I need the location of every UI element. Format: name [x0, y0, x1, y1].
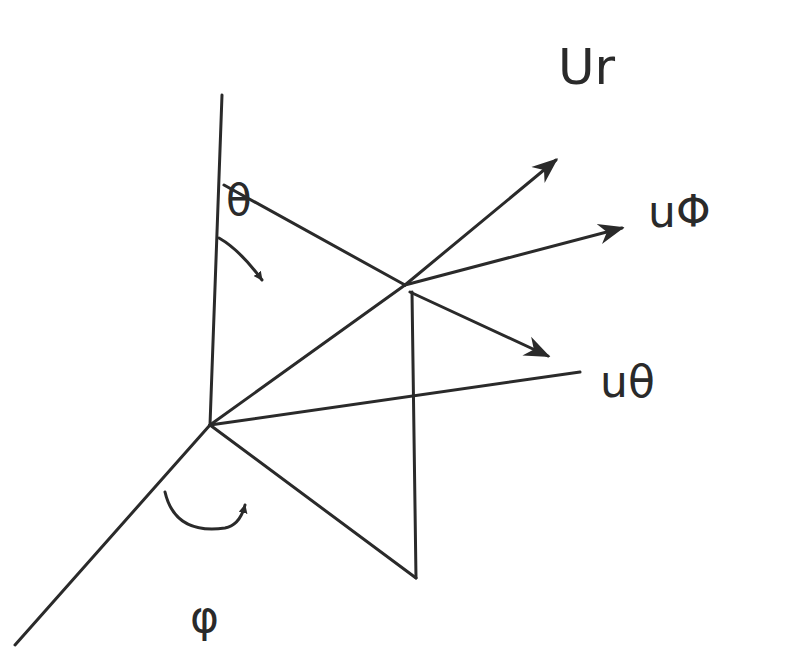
- vector-label: uθ: [600, 360, 655, 404]
- base-line: [210, 425, 416, 578]
- projection-line: [210, 372, 580, 425]
- radius-line: [210, 285, 405, 425]
- x-axis: [15, 425, 210, 645]
- angle-label: φ: [190, 595, 219, 639]
- utheta-vector: [410, 292, 548, 356]
- theta-arc: [219, 238, 262, 280]
- phi-arc: [165, 492, 245, 529]
- uphi-vector: [405, 228, 622, 285]
- vertical-drop: [412, 292, 416, 578]
- vector-label: Ur: [558, 42, 615, 92]
- z-axis: [210, 95, 222, 425]
- angle-label: θ: [226, 180, 252, 222]
- vector-label: uΦ: [648, 190, 711, 234]
